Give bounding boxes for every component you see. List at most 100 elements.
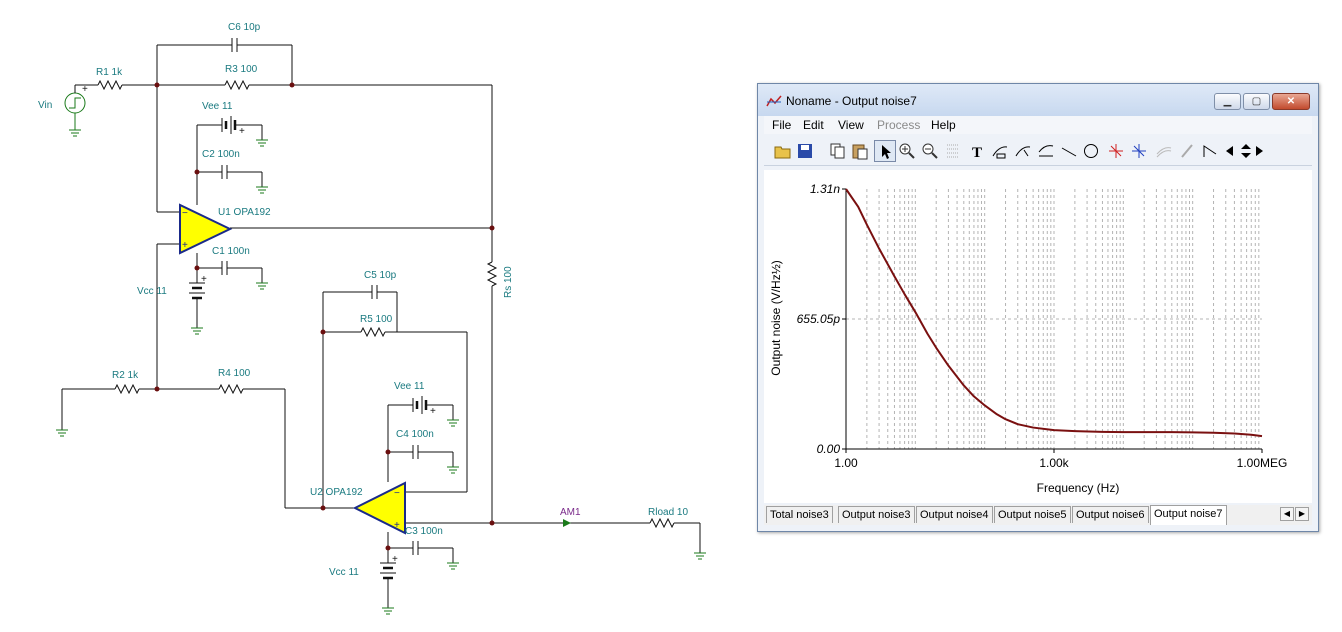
paste-button[interactable]	[849, 140, 871, 162]
label-c1: C1 100n	[212, 246, 250, 257]
menu-file[interactable]: File	[772, 118, 792, 132]
label-c4: C4 100n	[396, 429, 434, 440]
minimize-button[interactable]: ▁	[1214, 93, 1241, 110]
svg-text:−: −	[394, 488, 400, 499]
step-icon	[1203, 145, 1217, 157]
pointer-icon	[882, 145, 891, 159]
save-icon	[798, 144, 812, 158]
curve-label-icon	[992, 146, 1008, 159]
open-button[interactable]	[772, 140, 794, 162]
paste-icon	[852, 144, 868, 160]
app-icon	[766, 95, 782, 107]
toolbar-left-button[interactable]	[1222, 140, 1234, 162]
svg-text:+: +	[394, 520, 400, 531]
copy-icon	[830, 143, 845, 159]
svg-text:+: +	[430, 406, 436, 417]
smooth-button[interactable]	[1153, 140, 1175, 162]
curve-label-2-button[interactable]	[1012, 140, 1034, 162]
save-button[interactable]	[794, 140, 816, 162]
caret-updown-icon	[1241, 144, 1251, 158]
label-c5: C5 10p	[364, 270, 397, 281]
svg-text:+: +	[82, 84, 88, 95]
curve-label-2-icon	[1015, 146, 1031, 157]
tab-output-noise3[interactable]: Output noise3	[838, 506, 915, 523]
tab-total-noise3[interactable]: Total noise3	[766, 506, 833, 523]
tab-output-noise5[interactable]: Output noise5	[994, 506, 1071, 523]
circle-icon	[1084, 144, 1098, 158]
svg-text:−: −	[182, 208, 188, 219]
cursor-a-button[interactable]	[1105, 140, 1127, 162]
label-vcc1: Vcc 11	[137, 286, 167, 297]
label-vee1: Vee 11	[202, 101, 233, 112]
grid-icon	[947, 144, 959, 158]
tab-scroll-left-button[interactable]: ◀	[1280, 507, 1294, 521]
zoom-out-button[interactable]	[919, 140, 941, 162]
series-line-1	[845, 188, 1263, 438]
label-u2: U2 OPA192	[310, 487, 363, 498]
opamp-u2[interactable]	[352, 481, 406, 535]
maximize-icon: ▢	[1251, 96, 1262, 107]
tab-output-noise7[interactable]: Output noise7	[1150, 505, 1227, 525]
label-rs: Rs 100	[503, 266, 514, 298]
label-r3: R3 100	[225, 64, 258, 75]
open-icon	[774, 146, 791, 159]
toolbar-right-button[interactable]	[1252, 140, 1264, 162]
tab-output-noise4[interactable]: Output noise4	[916, 506, 993, 523]
step-button[interactable]	[1199, 140, 1221, 162]
caret-left-icon	[1226, 146, 1233, 156]
text-button[interactable]: T	[967, 140, 989, 162]
close-button[interactable]: ✕	[1272, 93, 1310, 110]
cursor-b-button[interactable]	[1128, 140, 1150, 162]
curve-label-3-button[interactable]	[1035, 140, 1057, 162]
toolbar: T	[764, 137, 1312, 166]
menu-process[interactable]: Process	[877, 118, 921, 132]
svg-text:+: +	[182, 240, 188, 251]
tab-scroll-right-button[interactable]: ▶	[1295, 507, 1309, 521]
circle-button[interactable]	[1080, 140, 1102, 162]
tab-output-noise6[interactable]: Output noise6	[1072, 506, 1149, 523]
label-r5: R5 100	[360, 314, 393, 325]
curve-label-3-icon	[1038, 145, 1054, 157]
zoom-in-button[interactable]	[896, 140, 918, 162]
svg-text:T: T	[972, 145, 982, 160]
grid-button[interactable]	[942, 140, 964, 162]
opamp-u1[interactable]	[179, 203, 233, 255]
menu-view[interactable]: View	[838, 118, 864, 132]
label-c3: C3 100n	[405, 526, 443, 537]
label-c6: C6 10p	[228, 22, 261, 33]
label-r4: R4 100	[218, 368, 251, 379]
caret-right-icon: ▶	[1298, 509, 1306, 518]
menu-edit[interactable]: Edit	[803, 118, 824, 132]
zoom-in-icon	[899, 143, 915, 159]
minimize-icon: ▁	[1223, 96, 1232, 107]
svg-text:+: +	[392, 554, 398, 565]
menu-help[interactable]: Help	[931, 118, 956, 132]
pointer-button[interactable]	[874, 140, 896, 162]
label-r2: R2 1k	[112, 370, 139, 381]
label-u1: U1 OPA192	[218, 207, 271, 218]
line-icon	[1061, 147, 1077, 157]
pen-button[interactable]	[1176, 140, 1198, 162]
toolbar-updown-button[interactable]	[1236, 140, 1251, 162]
title-bar[interactable]: Noname - Output noise7 ▁ ▢ ✕	[758, 84, 1318, 116]
cursor-a-icon	[1109, 144, 1123, 158]
y-axis-title: Output noise (V/Hz½)	[769, 260, 783, 375]
line-button[interactable]	[1058, 140, 1080, 162]
label-vee2: Vee 11	[394, 381, 425, 392]
window-title: Noname - Output noise7	[786, 94, 917, 108]
copy-button[interactable]	[827, 140, 849, 162]
label-vin: Vin	[38, 100, 52, 111]
noise-window[interactable]: Noname - Output noise7 ▁ ▢ ✕ File Edit V…	[757, 83, 1319, 532]
menu-bar: File Edit View Process Help	[764, 116, 1312, 134]
label-r1: R1 1k	[96, 67, 123, 78]
text-icon: T	[972, 145, 982, 160]
y-tick-label: 1.31n	[810, 182, 840, 196]
zoom-out-icon	[922, 143, 938, 159]
caret-right-icon	[1256, 146, 1263, 156]
maximize-button[interactable]: ▢	[1243, 93, 1270, 110]
curve-label-button[interactable]	[989, 140, 1011, 162]
smooth-icon	[1156, 147, 1172, 158]
circuit-schematic[interactable]: − + − + + + + + + Vin R1 1k C6 10p R3 10…	[0, 0, 750, 632]
